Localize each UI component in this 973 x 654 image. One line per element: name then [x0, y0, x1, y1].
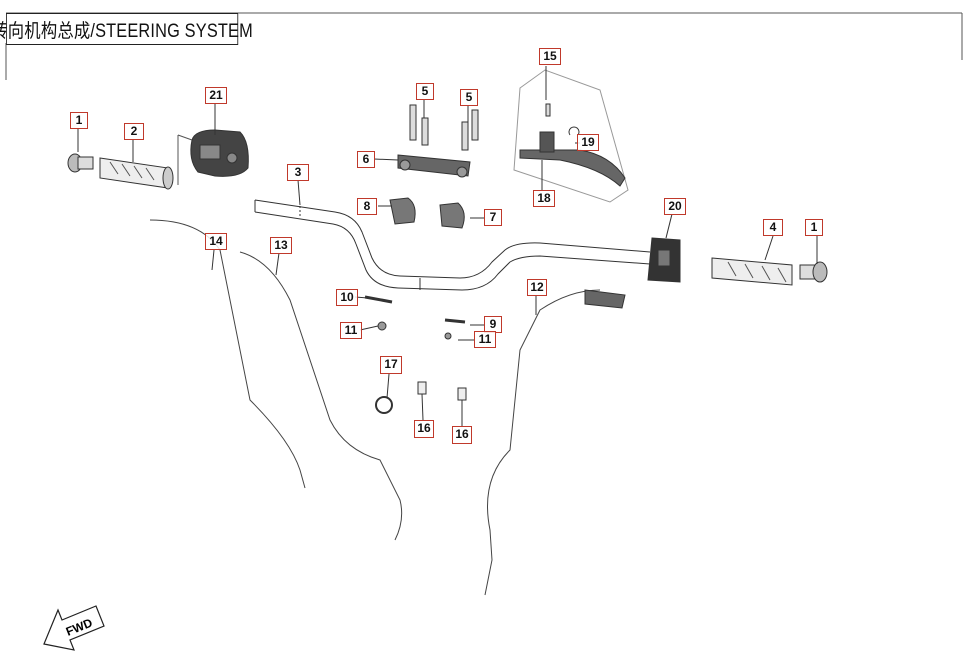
callout-10: 10 — [336, 289, 358, 306]
callout-11-right: 11 — [474, 331, 496, 348]
callout-19: 19 — [577, 134, 599, 151]
callout-16-right: 16 — [452, 426, 472, 444]
fwd-arrow-icon: FWD — [43, 605, 105, 651]
callout-5-right: 5 — [460, 89, 478, 106]
callout-13: 13 — [270, 237, 292, 254]
handlebar-part — [254, 199, 651, 291]
callout-1-right: 1 — [805, 219, 823, 236]
page-title: 转向机构总成/STEERING SYSTEM — [0, 13, 253, 45]
switch-housing-right — [647, 237, 681, 283]
callout-3: 3 — [287, 164, 309, 181]
lower-holder-7 — [439, 202, 465, 229]
callout-15: 15 — [539, 48, 561, 65]
callout-11-left: 11 — [340, 322, 362, 339]
cable-13 — [239, 251, 403, 541]
lever-assembly — [513, 69, 629, 203]
callout-17: 17 — [380, 356, 402, 374]
upper-clamp-6 — [397, 154, 471, 178]
callout-1-left: 1 — [70, 112, 88, 129]
grip-left — [99, 157, 174, 190]
callout-16-left: 16 — [414, 420, 434, 438]
callout-5-left: 5 — [416, 83, 434, 100]
bar-end-cap-right — [799, 261, 828, 283]
clamp-bolts-5 — [409, 104, 479, 151]
callout-8: 8 — [357, 198, 377, 215]
callout-18: 18 — [533, 190, 555, 207]
switch-housing-left — [177, 129, 249, 185]
callout-12: 12 — [527, 279, 547, 296]
bar-end-cap-left — [67, 153, 94, 173]
callout-21: 21 — [205, 87, 227, 104]
grip-right — [711, 257, 793, 286]
callout-6: 6 — [357, 151, 375, 168]
cable-12 — [484, 289, 601, 596]
lower-holder-8 — [389, 197, 416, 225]
callout-4: 4 — [763, 219, 783, 236]
throttle-tube — [584, 289, 626, 309]
callout-20: 20 — [664, 198, 686, 215]
cable-14 — [149, 219, 306, 489]
callout-2: 2 — [124, 123, 144, 140]
leader-lines — [77, 66, 818, 426]
small-parts — [364, 295, 467, 414]
callout-7: 7 — [484, 209, 502, 226]
callout-14: 14 — [205, 233, 227, 250]
